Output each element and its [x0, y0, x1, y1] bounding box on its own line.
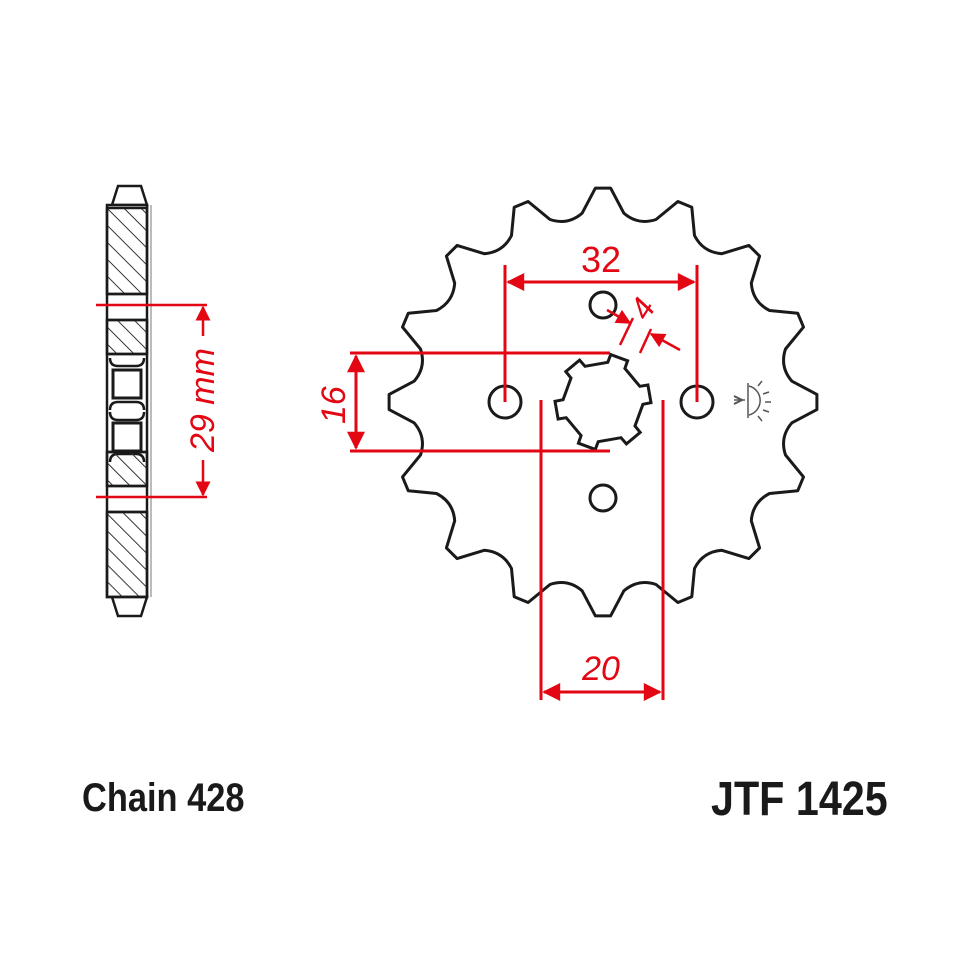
hatch-mid-lower [105, 450, 149, 488]
part-number-label: JTF 1425 [711, 773, 888, 826]
bolt-holes [487, 290, 715, 513]
bolt-hole [588, 290, 618, 320]
hatch-mid-upper [105, 318, 149, 356]
hatch-upper [105, 206, 149, 296]
dimension-spline-width-label: 20 [581, 650, 620, 688]
dimension-bolt-hole-label: 4 [622, 292, 662, 326]
dimension-offset-29mm [96, 303, 211, 499]
side-view-top-tooth [110, 184, 149, 207]
dimension-spline-width [539, 400, 665, 701]
hub-window-upper [111, 368, 143, 400]
sprocket-outline [387, 186, 819, 618]
chain-size-label: Chain 428 [82, 776, 245, 820]
dimension-bolt-spacing [503, 265, 699, 402]
dimension-bolt-hole [606, 308, 681, 354]
first-angle-projection-icon [733, 380, 771, 422]
spline-hub [553, 352, 653, 452]
dimension-bolt-spacing-label: 32 [581, 239, 621, 280]
dimension-offset-label: 29 mm [184, 348, 222, 453]
side-view [105, 184, 152, 618]
hatch-lower [105, 510, 149, 599]
side-view-bottom-tooth [110, 595, 149, 618]
dimension-spline-height [347, 351, 610, 453]
dimension-spline-height-label: 16 [315, 386, 353, 424]
bolt-hole [588, 483, 618, 513]
